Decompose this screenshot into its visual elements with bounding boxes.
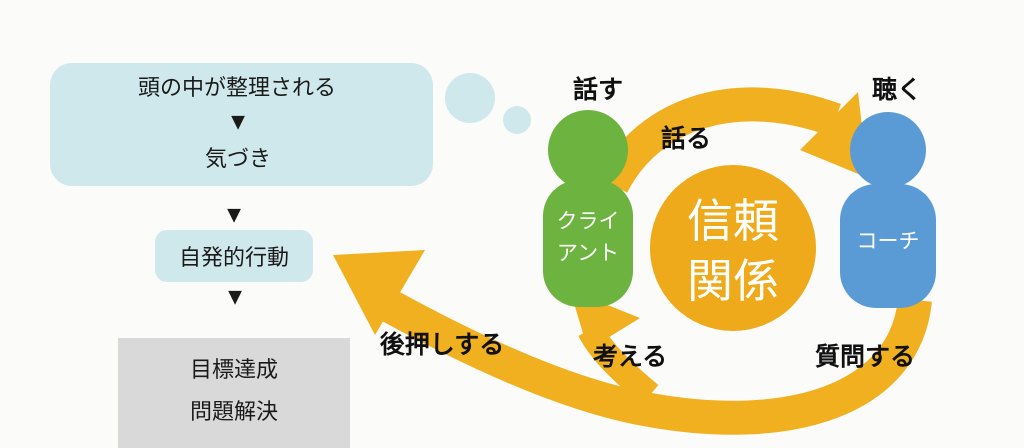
result-box	[118, 338, 350, 448]
result-line2: 問題解決	[189, 400, 279, 425]
down-arrow-icon: ▼	[227, 204, 241, 226]
push-arrow-body	[361, 280, 932, 435]
client-head	[548, 110, 628, 190]
talk-arrow-body	[596, 87, 841, 194]
thought-box	[50, 63, 433, 186]
down-arrow-icon: ▼	[231, 111, 245, 133]
coach-head	[850, 112, 926, 188]
coach-label: コーチ	[856, 229, 920, 253]
push-arrowhead	[333, 250, 425, 335]
client-label-line1: クライ	[556, 209, 620, 233]
result-line1: 目標達成	[189, 358, 279, 383]
client-label-line2: アント	[556, 241, 620, 265]
thought-bubble-large	[445, 73, 495, 123]
label-ask: 質問する	[814, 342, 916, 371]
trust-circle	[650, 165, 816, 331]
trust-line1: 信頼	[687, 194, 779, 248]
label-push: 後押しする	[379, 330, 505, 359]
label-think: 考える	[592, 342, 668, 371]
coach-body	[840, 184, 936, 308]
thought-bubble-small	[503, 106, 531, 134]
trust-line2: 関係	[687, 254, 779, 308]
label-speak: 話す	[572, 75, 624, 104]
down-arrow-icon: ▼	[228, 286, 242, 308]
label-talk: 話る	[660, 124, 712, 153]
action-box	[155, 230, 313, 282]
action-label: 自発的行動	[178, 246, 290, 271]
thought-line2: 気づき	[204, 147, 272, 172]
thought-line1: 頭の中が整理される	[137, 76, 337, 101]
label-listen: 聴く	[871, 75, 923, 104]
client-body	[543, 180, 633, 307]
